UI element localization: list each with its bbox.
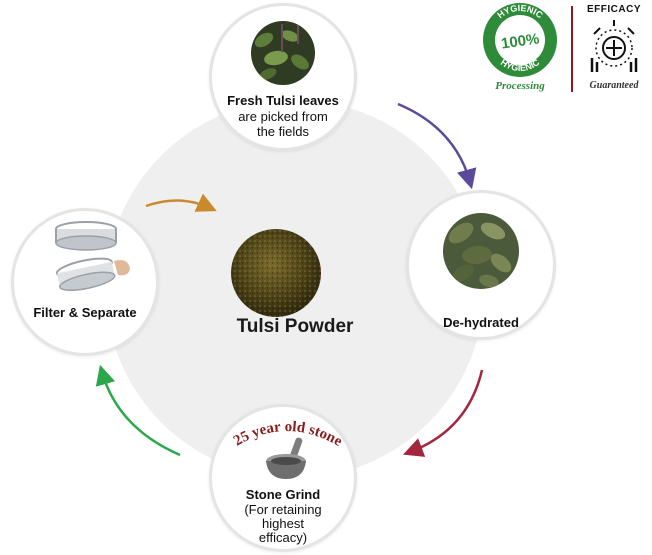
hygienic-caption: Processing (495, 80, 545, 92)
step-dehydrated-title: De-hydrated (443, 315, 519, 330)
step-fresh-title: Fresh Tulsi leaves (227, 93, 339, 108)
badge-divider (571, 6, 573, 92)
step-dehydrated: De-hydrated (406, 190, 556, 340)
hygienic-badge: HYGIENIC HYGIENIC 100% Processing (478, 0, 562, 96)
stone-badge-arc: 25 year old stone (231, 419, 345, 450)
step-fresh-leaves: Fresh Tulsi leaves are picked from the f… (209, 3, 357, 151)
step-grind-title: Stone Grind (245, 487, 321, 502)
tulsi-powder-image (231, 229, 321, 317)
hygienic-percent: 100% (500, 30, 540, 52)
dried-leaves-image (443, 213, 519, 289)
svg-text:HYGIENIC: HYGIENIC (499, 57, 542, 73)
efficacy-title: EFFICACY (587, 4, 641, 15)
efficacy-badge: EFFICACY Guaranteed (578, 0, 650, 96)
efficacy-icon (590, 20, 638, 72)
step-grind-line3: efficacy) (258, 530, 308, 545)
arrow-filter-to-center (145, 193, 217, 212)
step-filter-title: Filter & Separate (33, 305, 137, 320)
arrow-grind-to-filter (95, 364, 181, 457)
arrow-dehydrated-to-grind (402, 369, 484, 457)
arrow-fresh-to-dehydrated (397, 102, 477, 190)
mortar-pestle-icon (266, 437, 306, 479)
hygienic-ring-bottom: HYGIENIC (499, 57, 542, 73)
step-stone-grind: 25 year old stone Stone Grind (For retai… (209, 404, 357, 552)
hygienic-seal: HYGIENIC HYGIENIC 100% (483, 3, 557, 77)
step-fresh-line1: are picked from (238, 109, 328, 124)
sieve-image (55, 221, 130, 292)
efficacy-caption: Guaranteed (589, 80, 639, 91)
step-grind-line2: highest (262, 516, 304, 531)
center-title: Tulsi Powder (236, 316, 354, 337)
step-grind-line1: (For retaining (244, 502, 322, 517)
step-fresh-line2: the fields (256, 124, 310, 139)
tulsi-plant-image (251, 21, 315, 85)
step-filter-separate: Filter & Separate (11, 208, 159, 356)
